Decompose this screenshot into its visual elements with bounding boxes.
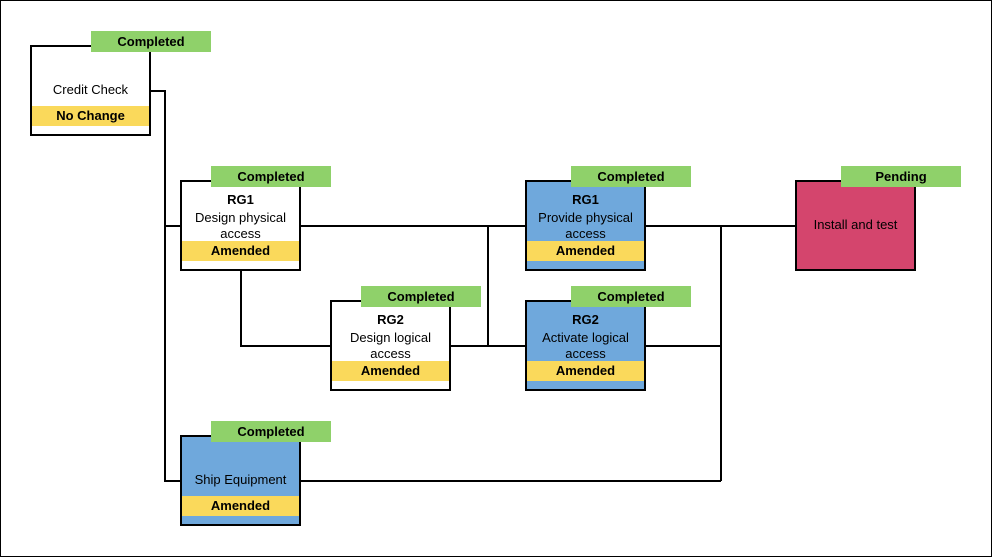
status-badge-activate-logical: Completed [571,286,691,307]
task-install-and-test[interactable]: Install and test [795,180,916,271]
status-badge-design-logical: Completed [361,286,481,307]
task-credit-check[interactable]: Credit Check No Change [30,45,151,136]
status-badge-design-physical: Completed [211,166,331,187]
task-code: RG2 [377,312,404,327]
connector-physical-to-logical [240,271,331,347]
change-badge: No Change [32,106,149,126]
status-badge-install-and-test: Pending [841,166,961,187]
task-name: Provide physical access [538,210,633,241]
change-badge: Amended [182,496,299,516]
task-design-physical-access[interactable]: RG1 Design physical access Amended [180,180,301,271]
task-ship-equipment[interactable]: Ship Equipment Amended [180,435,301,526]
task-name: Design physical access [194,210,287,241]
status-badge-ship-equipment: Completed [211,421,331,442]
task-provide-physical-access[interactable]: RG1 Provide physical access Amended [525,180,646,271]
status-badge-provide-physical: Completed [571,166,691,187]
task-code: RG1 [572,192,599,207]
task-activate-logical-access[interactable]: RG2 Activate logical access Amended [525,300,646,391]
task-design-logical-access[interactable]: RG2 Design logical access Amended [330,300,451,391]
change-badge: Amended [527,361,644,381]
task-name: Design logical access [350,330,431,361]
status-badge-credit-check: Completed [91,31,211,52]
change-badge: Amended [182,241,299,261]
change-badge: Amended [527,241,644,261]
connector-credit-check [151,90,180,482]
task-name: Ship Equipment [194,472,287,487]
task-name: Activate logical access [542,330,629,361]
task-code: RG2 [572,312,599,327]
task-name: Credit Check [52,82,129,97]
task-name: Install and test [813,217,898,232]
task-code: RG1 [227,192,254,207]
change-badge: Amended [332,361,449,381]
